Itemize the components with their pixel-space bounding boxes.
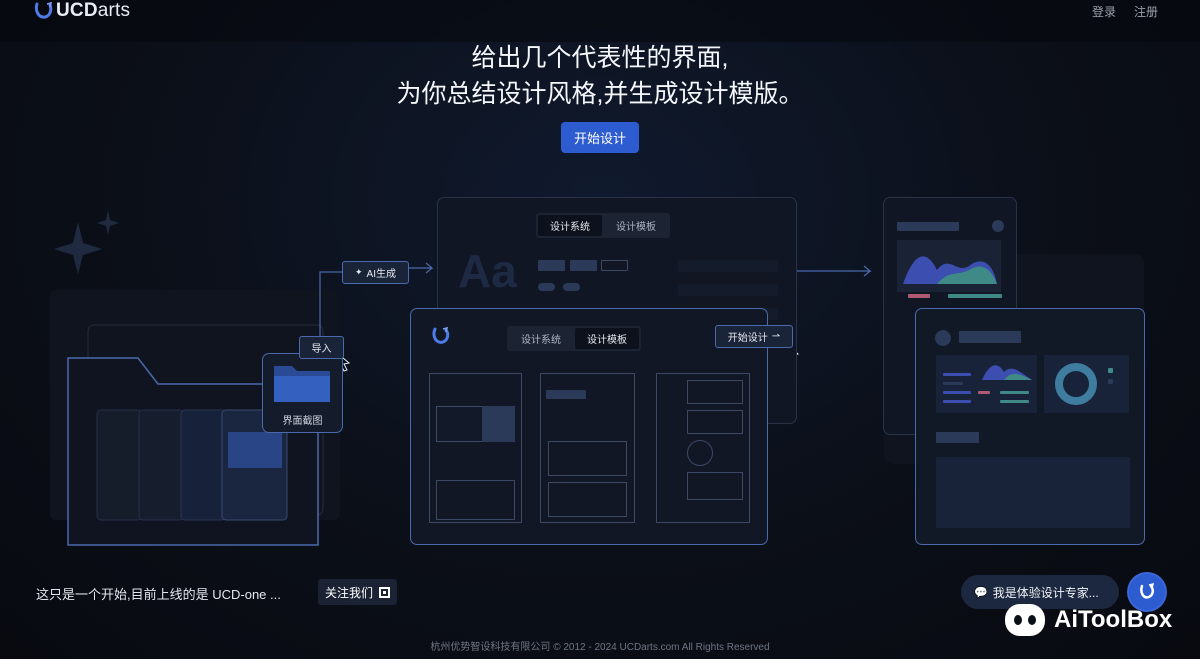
ai-generate-chip: ✦ AI生成 <box>342 261 409 284</box>
logo-mark-icon <box>34 2 53 19</box>
tab-design-system: 设计系统 <box>538 215 602 236</box>
import-chip: 导入 <box>299 336 344 359</box>
follow-us-label: 关注我们 <box>324 585 373 600</box>
wireframe-block <box>687 472 743 500</box>
assistant-logo-icon <box>1140 582 1155 599</box>
logo[interactable]: UCDarts <box>34 0 130 22</box>
widget-line <box>1000 391 1029 394</box>
login-link[interactable]: 登录 <box>1091 5 1116 19</box>
wireframe-fill <box>546 390 586 399</box>
logo-text: UCDarts <box>56 0 131 21</box>
tab-design-template: 设计模板 <box>616 222 656 233</box>
wireframe-column <box>540 373 635 523</box>
arrow-right-icon: ⇀ <box>771 331 781 342</box>
dashboard-avatar <box>992 220 1004 232</box>
chat-icon: 💬 <box>974 586 988 599</box>
widget-line <box>943 400 971 403</box>
tab-design-system: 设计系统 <box>521 335 561 346</box>
legend-bar <box>908 294 930 298</box>
front-panel-tabs: 设计系统 设计模板 <box>507 326 641 351</box>
mini-area-chart-icon <box>982 365 1032 380</box>
swatch <box>601 260 628 271</box>
wireframe-block <box>548 441 627 476</box>
register-link[interactable]: 注册 <box>1133 5 1158 19</box>
watermark-text: AiToolBox <box>1054 606 1173 633</box>
wireframe-ring <box>687 440 713 466</box>
widget-line <box>943 391 971 394</box>
section-heading-bar <box>936 432 979 443</box>
panel-start-design-label: 开始设计 <box>727 333 768 344</box>
top-bar <box>0 0 1200 42</box>
back-panel-tabs: 设计系统 设计模板 <box>536 213 670 238</box>
chat-label: 我是体验设计专家... <box>992 585 1099 600</box>
donut-legend <box>1108 379 1113 384</box>
qr-code-icon <box>379 586 390 598</box>
area-chart-icon <box>897 240 1001 292</box>
sparkle-icon: ✦ <box>355 267 363 277</box>
wireframe-block <box>436 480 515 520</box>
toggle <box>563 283 580 291</box>
release-note: 这只是一个开始,目前上线的是 UCD-one ... <box>36 587 281 602</box>
wireframe-block <box>687 410 743 434</box>
folder-caption: 界面截图 <box>282 416 323 427</box>
follow-us-button[interactable]: 关注我们 <box>318 579 397 605</box>
widget-line <box>943 373 971 376</box>
toggle <box>538 283 555 291</box>
tab-design-template: 设计模板 <box>575 328 639 349</box>
type-sample: Aa <box>458 245 517 297</box>
widget-line <box>943 382 963 385</box>
hero-title-line-1: 给出几个代表性的界面, <box>471 44 729 72</box>
dashboard-heading-bar <box>959 331 1021 343</box>
wireframe-column <box>656 373 750 523</box>
wireframe-fill <box>482 406 515 442</box>
wireframe-column <box>429 373 522 523</box>
dashboard-avatar <box>935 330 951 346</box>
sparkle-large-icon <box>54 222 102 274</box>
legend-bar <box>948 294 1002 298</box>
chat-bubble[interactable]: 💬 我是体验设计专家... <box>961 575 1119 609</box>
swatch <box>570 260 597 271</box>
copyright: 杭州优势智设科技有限公司 © 2012 - 2024 UCDarts.com A… <box>430 642 770 653</box>
folder-icon <box>274 366 330 402</box>
hero-title-line-2: 为你总结设计风格,并生成设计模版。 <box>396 80 804 108</box>
top-nav: 登录 注册 <box>1092 3 1158 20</box>
watermark: AiToolBox <box>1004 603 1172 637</box>
wireframe-block <box>548 482 627 517</box>
widget-line <box>978 391 990 394</box>
swatch <box>538 260 565 271</box>
donut-chart-icon <box>1055 363 1097 405</box>
table-block <box>936 457 1130 528</box>
dashboard-title-bar <box>897 222 959 231</box>
robot-icon <box>1005 604 1045 636</box>
panel-start-design-button: 开始设计 ⇀ <box>715 325 793 348</box>
panel-logo-icon <box>432 326 450 344</box>
donut-legend <box>1108 368 1113 373</box>
sparkle-small-icon <box>97 210 119 235</box>
widget-line <box>1000 400 1029 403</box>
assistant-avatar-button[interactable] <box>1129 574 1165 610</box>
start-design-button[interactable]: 开始设计 <box>561 122 639 153</box>
wireframe-block <box>687 380 743 404</box>
ai-generate-label: AI生成 <box>366 269 396 280</box>
